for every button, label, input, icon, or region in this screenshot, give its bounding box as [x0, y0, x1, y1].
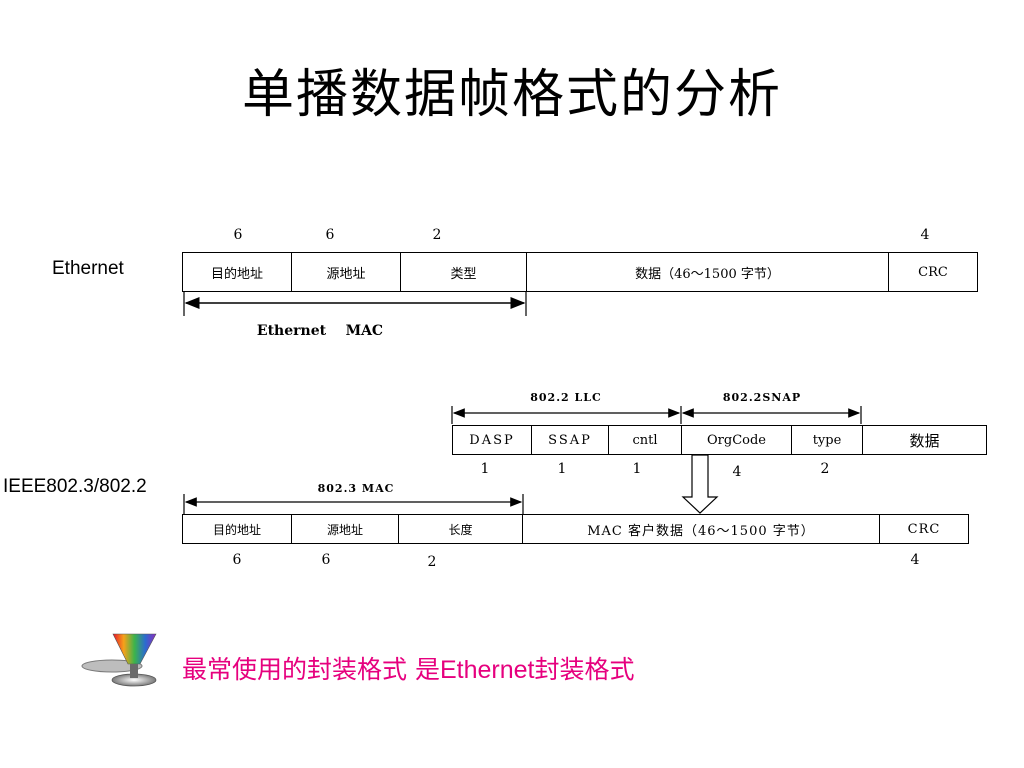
ieee-size-length: 2 — [427, 554, 437, 570]
snap-size-type: 2 — [820, 461, 830, 477]
snap-label: 802.2SNAP — [722, 391, 802, 404]
ieee-field-length: 长度 — [399, 515, 523, 543]
snap-field-type: type — [792, 426, 863, 454]
bottom-note-text-b: Ethernet — [439, 656, 535, 684]
ethernet-frame: 目的地址 源地址 类型 数据（46～1500 字节） CRC — [182, 252, 978, 292]
llc-size-cntl: 1 — [632, 461, 642, 477]
eth-size-crc: 4 — [920, 227, 930, 243]
llc-label: 802.2 LLC — [530, 391, 602, 404]
ieee-field-crc: CRC — [907, 521, 941, 537]
llc-snap-frame: DASP SSAP cntl OrgCode type 数据 — [452, 425, 987, 455]
llc-field-dasp: DASP — [453, 426, 532, 454]
llc-field-cntl: cntl — [609, 426, 682, 454]
eth-field-data: 数据（46～1500 字节） — [527, 253, 889, 291]
bottom-note-text-a: 最常使用的封装格式 是 — [182, 655, 440, 684]
snap-field-data: 数据 — [909, 431, 940, 450]
ieee-field-src: 源地址 — [292, 515, 399, 543]
eth-size-dest: 6 — [233, 227, 243, 243]
ethernet-mac-span-arrow — [183, 292, 527, 316]
page-title: 单播数据帧格式的分析 — [241, 65, 782, 125]
llc-field-ssap: SSAP — [532, 426, 609, 454]
ieee-mac-frame: 目的地址 源地址 长度 MAC 客户数据（46～1500 字节） CRC — [182, 514, 969, 544]
llc-size-dasp: 1 — [480, 461, 490, 477]
ieee-field-client-data: MAC 客户数据（46～1500 字节） — [523, 515, 880, 543]
eth-field-type: 类型 — [401, 253, 527, 291]
ethernet-label: Ethernet — [52, 258, 124, 279]
eth-size-type: 2 — [432, 227, 442, 243]
eth-field-src: 源地址 — [292, 253, 401, 291]
funnel-icon — [81, 633, 157, 687]
llc-size-ssap: 1 — [557, 461, 567, 477]
snap-field-orgcode: OrgCode — [682, 426, 792, 454]
ieee-size-src: 6 — [321, 552, 331, 568]
mac-8023-label: 802.3 MAC — [317, 482, 395, 495]
eth-field-dest: 目的地址 — [183, 253, 292, 291]
llc-span-arrow — [451, 406, 682, 424]
ieee-field-dest: 目的地址 — [183, 515, 292, 543]
bottom-note: 最常使用的封装格式 是Ethernet封装格式 — [182, 650, 634, 686]
snap-size-orgcode: 4 — [732, 464, 742, 480]
ieee-size-dest: 6 — [232, 552, 242, 568]
ieee-size-crc: 4 — [910, 552, 920, 568]
bottom-note-text-c: 封装格式 — [534, 655, 635, 684]
mac-8023-span-arrow — [183, 494, 524, 514]
ethernet-mac-label: Ethernet MAC — [256, 323, 384, 339]
snap-span-arrow — [681, 406, 862, 424]
eth-field-crc: CRC — [918, 264, 948, 280]
down-pointer-arrow — [681, 454, 719, 514]
ieee-label: IEEE802.3/802.2 — [3, 476, 147, 497]
eth-size-src: 6 — [325, 227, 335, 243]
